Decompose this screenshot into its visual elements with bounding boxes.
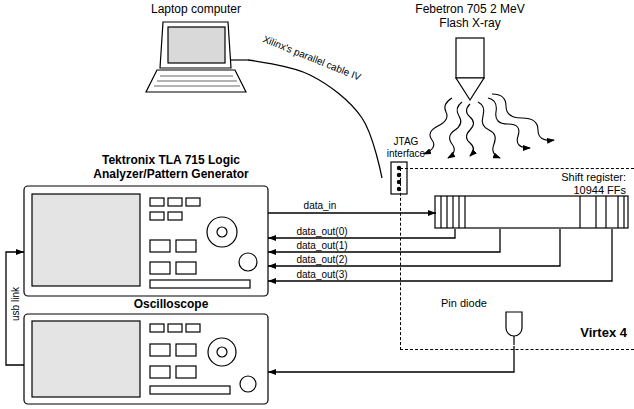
laptop-illustration <box>160 76 233 77</box>
laptop-illustration <box>160 22 231 68</box>
shift-register-body <box>464 196 465 228</box>
oscilloscope-body <box>24 314 268 404</box>
logic-analyzer-body <box>24 186 268 296</box>
shift-register-body <box>623 196 624 228</box>
xray-waves <box>424 98 452 154</box>
oscilloscope: Oscilloscope <box>24 297 268 405</box>
node-label: Shift register: 10944 FFs <box>536 171 626 197</box>
data-in-wire <box>268 212 436 213</box>
logic-analyzer-body <box>32 194 140 286</box>
xray-probe <box>456 78 484 100</box>
logic-analyzer-body <box>217 227 227 237</box>
logic-analyzer: Tektronix TLA 715 Logic Analyzer/Pattern… <box>24 152 268 296</box>
pin-diode-symbol <box>506 312 522 345</box>
signal-label: usb link <box>10 285 21 323</box>
node-label: Laptop computer <box>144 2 248 16</box>
logic-analyzer-body <box>150 262 170 274</box>
oscilloscope-body <box>208 338 236 366</box>
laptop-illustration <box>146 70 246 92</box>
fpga-region: Virtex 4 Shift register: 10944 FFsPin dio… <box>400 168 634 350</box>
oscilloscope-body <box>150 324 164 332</box>
xray-waves <box>488 98 530 148</box>
oscilloscope-body <box>176 344 196 356</box>
oscilloscope-body <box>186 324 200 332</box>
shift-register-body <box>440 196 441 228</box>
xray-waves <box>424 94 554 158</box>
node-label: Virtex 4 <box>551 325 627 341</box>
oscilloscope-body <box>176 366 196 378</box>
laptop-illustration <box>231 59 248 60</box>
logic-analyzer-body <box>24 186 268 296</box>
signal-label: data_in <box>302 200 339 211</box>
data-out-wire <box>268 229 612 281</box>
signal-label: data_out(3) <box>294 269 349 280</box>
signal-label: data_out(0) <box>294 226 349 237</box>
oscilloscope-body <box>150 386 230 394</box>
pin-diode-symbol <box>506 312 522 336</box>
node-label: JTAG interface <box>382 136 430 160</box>
node-label: Oscilloscope <box>86 297 256 311</box>
xray-waves <box>492 94 554 140</box>
jtag-connector <box>391 162 407 194</box>
jtag-connector <box>391 162 407 194</box>
shift-register-body <box>605 196 606 228</box>
logic-analyzer-body <box>168 212 182 220</box>
shift-register-body <box>446 196 447 228</box>
laptop-illustration <box>146 22 248 92</box>
oscilloscope-body <box>150 366 170 378</box>
oscilloscope-body <box>24 314 268 404</box>
logic-analyzer-body <box>150 198 164 206</box>
laptop-illustration <box>154 86 240 87</box>
shift-register-body <box>458 196 459 228</box>
xray-probe <box>456 38 484 78</box>
logic-analyzer-body <box>168 198 182 206</box>
logic-analyzer-body <box>186 198 200 206</box>
xray-waves <box>467 104 474 156</box>
signal-label: data_out(2) <box>294 254 349 265</box>
signal-label: data_out(1) <box>294 240 349 251</box>
node-label: Tektronix TLA 715 Logic Analyzer/Pattern… <box>86 153 256 182</box>
logic-analyzer-body <box>150 280 250 288</box>
logic-analyzer-body <box>207 217 237 247</box>
laptop-illustration <box>157 81 237 82</box>
oscilloscope-body <box>150 344 170 356</box>
shift-register-body <box>435 196 628 228</box>
oscilloscope-body <box>240 376 256 392</box>
shift-register-body <box>617 196 618 228</box>
oscilloscope-body <box>32 321 140 397</box>
node-label: Pin diode <box>441 297 501 310</box>
laptop: Laptop computer <box>144 2 248 96</box>
laptop-illustration <box>168 27 225 63</box>
xray-probe <box>456 38 484 100</box>
shift-register-body <box>595 196 596 228</box>
logic-analyzer-body <box>176 240 196 252</box>
node-label: Febetron 705 2 MeV Flash X-ray <box>400 2 540 31</box>
xray-source: Febetron 705 2 MeV Flash X-ray <box>400 2 540 102</box>
oscilloscope-body <box>168 324 182 332</box>
jtag-interface: JTAG interface <box>382 136 430 194</box>
shift-register-body <box>452 196 453 228</box>
pin-diode: Pin diode <box>441 297 531 346</box>
usb-cable <box>6 252 24 365</box>
logic-analyzer-body <box>176 262 196 274</box>
shift-register-body <box>435 196 628 228</box>
pin-diode-symbol <box>513 336 514 345</box>
logic-analyzer-body <box>239 253 257 271</box>
logic-analyzer-body <box>150 212 164 220</box>
logic-analyzer-body <box>150 240 170 252</box>
oscilloscope-body <box>217 347 227 357</box>
shift-register: Shift register: 10944 FFs <box>436 171 629 229</box>
xray-waves <box>448 102 462 158</box>
shift-register-body <box>579 196 580 228</box>
